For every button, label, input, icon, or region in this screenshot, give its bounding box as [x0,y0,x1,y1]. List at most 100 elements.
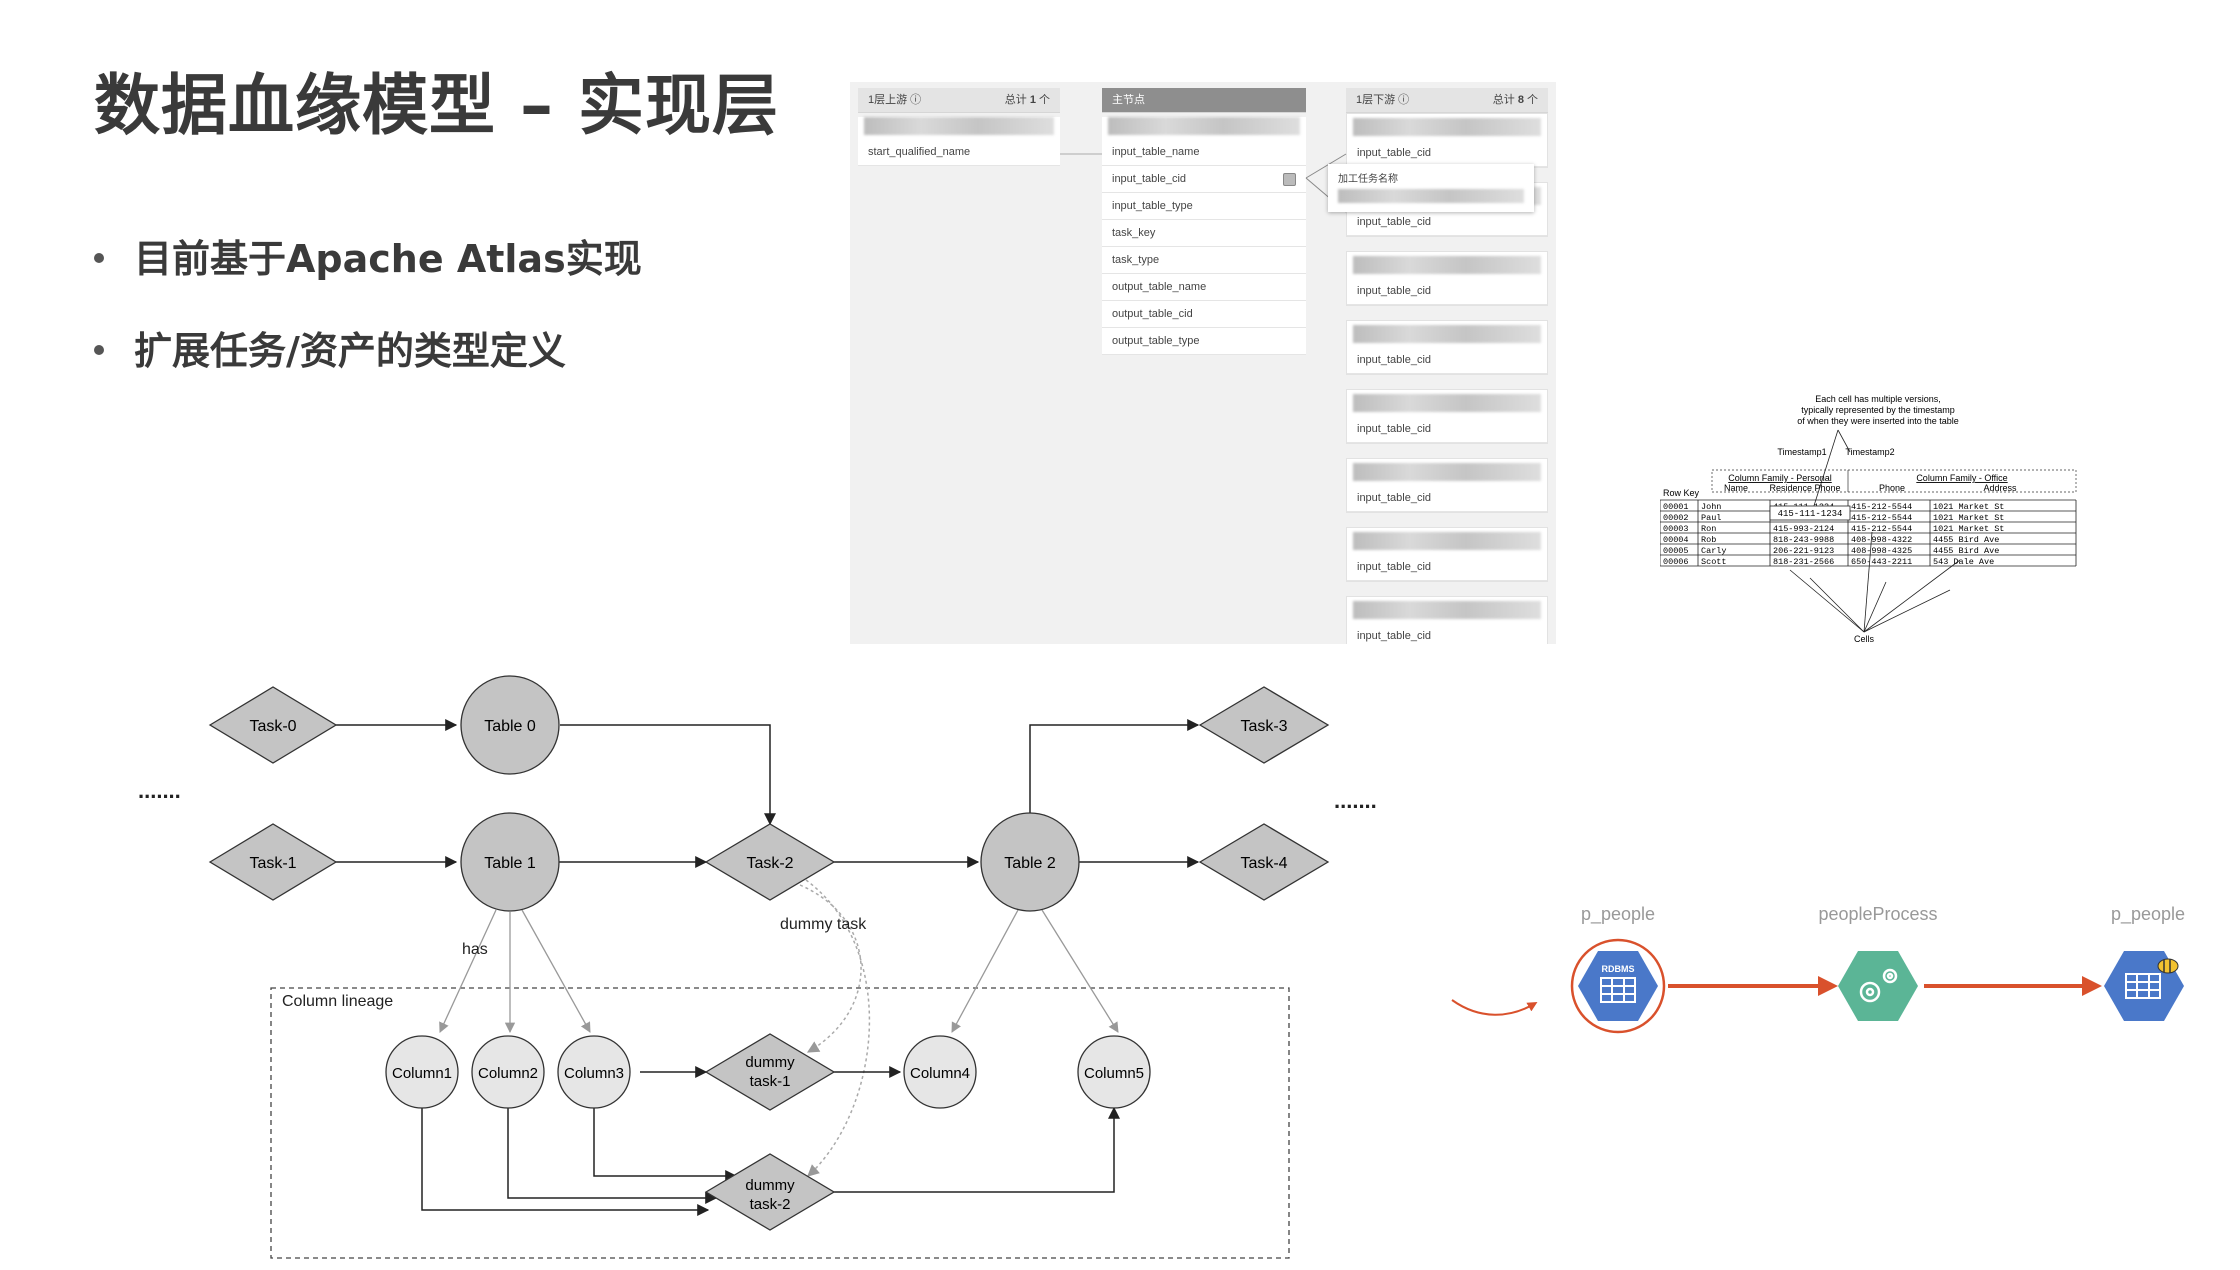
upstream-title: 1层上游 [868,94,908,106]
upstream-header: 1层上游 ⓘ 总计 1 个 [858,88,1060,113]
bullet-2: 扩展任务/资产的类型定义 [94,320,566,375]
cells-pointer [1863,589,1951,633]
table-2-label: Table 2 [1004,855,1056,872]
downstream-item[interactable]: input_table_cid [1347,140,1547,167]
blurred-name [1353,118,1541,136]
dummy-task-1-label: dummy [745,1054,795,1071]
downstream-card[interactable]: input_table_cid [1346,389,1548,444]
timestamp2-label: Timestamp2 [1845,447,1894,457]
column-2-node[interactable]: Column2 [471,1035,545,1109]
bullet-text: 扩展任务/资产的类型定义 [134,329,566,373]
blurred-name [1353,601,1541,619]
header-row-key: Row Key [1663,488,1700,498]
flow-highlight-arrow [1451,999,1538,1016]
task-1-node[interactable]: Task-1 [208,823,338,901]
blurred-name [1338,189,1524,203]
hbase-caption-line: typically represented by the timestamp [1801,405,1955,415]
dummy-task-2-label: task-2 [750,1196,791,1213]
table-2-node[interactable]: Table 2 [980,812,1080,912]
table-1-node[interactable]: Table 1 [460,812,560,912]
field-label: input_table_cid [1112,173,1187,185]
hbase-cell: 00006 [1663,557,1689,567]
downstream-item[interactable]: input_table_cid [1347,416,1547,443]
task-3-node[interactable]: Task-3 [1198,686,1330,764]
main-node-field[interactable]: task_key [1102,220,1306,247]
cells-pointer [1809,577,1865,633]
flow-process-node[interactable] [1838,951,1918,1021]
column-1-node[interactable]: Column1 [385,1035,459,1109]
hbase-cell: 408-998-4325 [1851,546,1912,556]
downstream-item[interactable]: input_table_cid [1347,347,1547,374]
main-node-field[interactable]: input_table_type [1102,193,1306,220]
column-4-node[interactable]: Column4 [903,1035,977,1109]
task-4-node[interactable]: Task-4 [1198,823,1330,901]
cf-personal-box [1711,469,1849,493]
upstream-item[interactable]: start_qualified_name [858,139,1060,166]
downstream-card[interactable]: input_table_cid [1346,458,1548,513]
main-node-column: 主节点 input_table_name input_table_cid inp… [1102,88,1306,355]
downstream-item[interactable]: input_table_cid [1347,209,1547,236]
flow-source-node[interactable]: RDBMS [1570,938,1666,1034]
edge-col1-dummy2 [421,1108,710,1216]
dummy-task-2-node[interactable]: dummy task-2 [704,1153,836,1231]
downstream-item[interactable]: input_table_cid [1347,623,1547,644]
downstream-card[interactable]: input_table_cid [1346,527,1548,582]
downstream-total-count: 8 [1517,94,1524,106]
downstream-card[interactable]: input_table_cid [1346,596,1548,644]
column-3-label: Column3 [564,1065,624,1082]
hbase-cell: Paul [1701,513,1721,523]
main-node-field[interactable]: output_table_name [1102,274,1306,301]
flow-target-label: p_people [2111,904,2185,925]
hbase-cell: 1021 Market St [1933,502,2004,512]
flow-target-node[interactable] [2104,951,2184,1021]
bullet-dot [94,344,104,355]
blurred-name [1108,117,1300,135]
main-node-field[interactable]: input_table_name [1102,139,1306,166]
column-5-node[interactable]: Column5 [1077,1035,1151,1109]
main-node-field[interactable]: output_table_cid [1102,301,1306,328]
rdbms-label: RDBMS [1602,964,1635,974]
hbase-cell: 415-212-5544 [1851,502,1912,512]
downstream-card[interactable]: input_table_cid [1346,113,1548,168]
downstream-card[interactable]: input_table_cid [1346,320,1548,375]
checkbox-icon[interactable] [1283,173,1296,186]
cells-pointer [1863,559,1961,633]
table-0-node[interactable]: Table 0 [460,675,560,775]
task-2-label: Task-2 [746,855,793,872]
timestamp1-label: Timestamp1 [1777,447,1826,457]
upstream-column: 1层上游 ⓘ 总计 1 个 start_qualified_name [858,88,1060,166]
edge-dummy-curve-2 [805,879,871,1177]
edge-table2-task3 [1029,719,1200,814]
edge-has-col5 [1041,909,1119,1033]
downstream-item[interactable]: input_table_cid [1347,278,1547,305]
column-lineage-label: Column lineage [282,993,393,1010]
bullet-text: 目前基于Apache Atlas实现 [134,237,642,281]
bullet-1: 目前基于Apache Atlas实现 [94,228,642,283]
hbase-caption-line: of when they were inserted into the tabl… [1797,416,1959,426]
upstream-card[interactable]: start_qualified_name [858,117,1060,166]
downstream-item[interactable]: input_table_cid [1347,554,1547,581]
tooltip-title: 加工任务名称 [1338,174,1398,185]
downstream-card[interactable]: input_table_cid [1346,251,1548,306]
table-grid-icon [1600,977,1636,1003]
hbase-cell: 00005 [1663,546,1689,556]
blurred-name [1353,325,1541,343]
main-node-field[interactable]: task_type [1102,247,1306,274]
hbase-cell: 408-998-4322 [1851,535,1912,545]
main-node-card[interactable]: input_table_name input_table_cid input_t… [1102,117,1306,355]
downstream-item[interactable]: input_table_cid [1347,485,1547,512]
column-3-node[interactable]: Column3 [557,1035,631,1109]
main-node-field-selected[interactable]: input_table_cid [1102,166,1306,193]
dummy-task-1-node[interactable]: dummy task-1 [704,1033,836,1111]
cf-personal-label: Column Family - Personal [1728,473,1832,483]
flow-source-label: p_people [1581,904,1655,925]
downstream-unit: 个 [1527,94,1538,106]
blurred-name [1353,532,1541,550]
edge-dummy2-col5 [834,1106,1120,1193]
task-2-node[interactable]: Task-2 [704,823,836,901]
main-node-field[interactable]: output_table_type [1102,328,1306,355]
task-0-node[interactable]: Task-0 [208,686,338,764]
hbase-cell: 00004 [1663,535,1689,545]
edge-table0-task2 [560,724,776,826]
